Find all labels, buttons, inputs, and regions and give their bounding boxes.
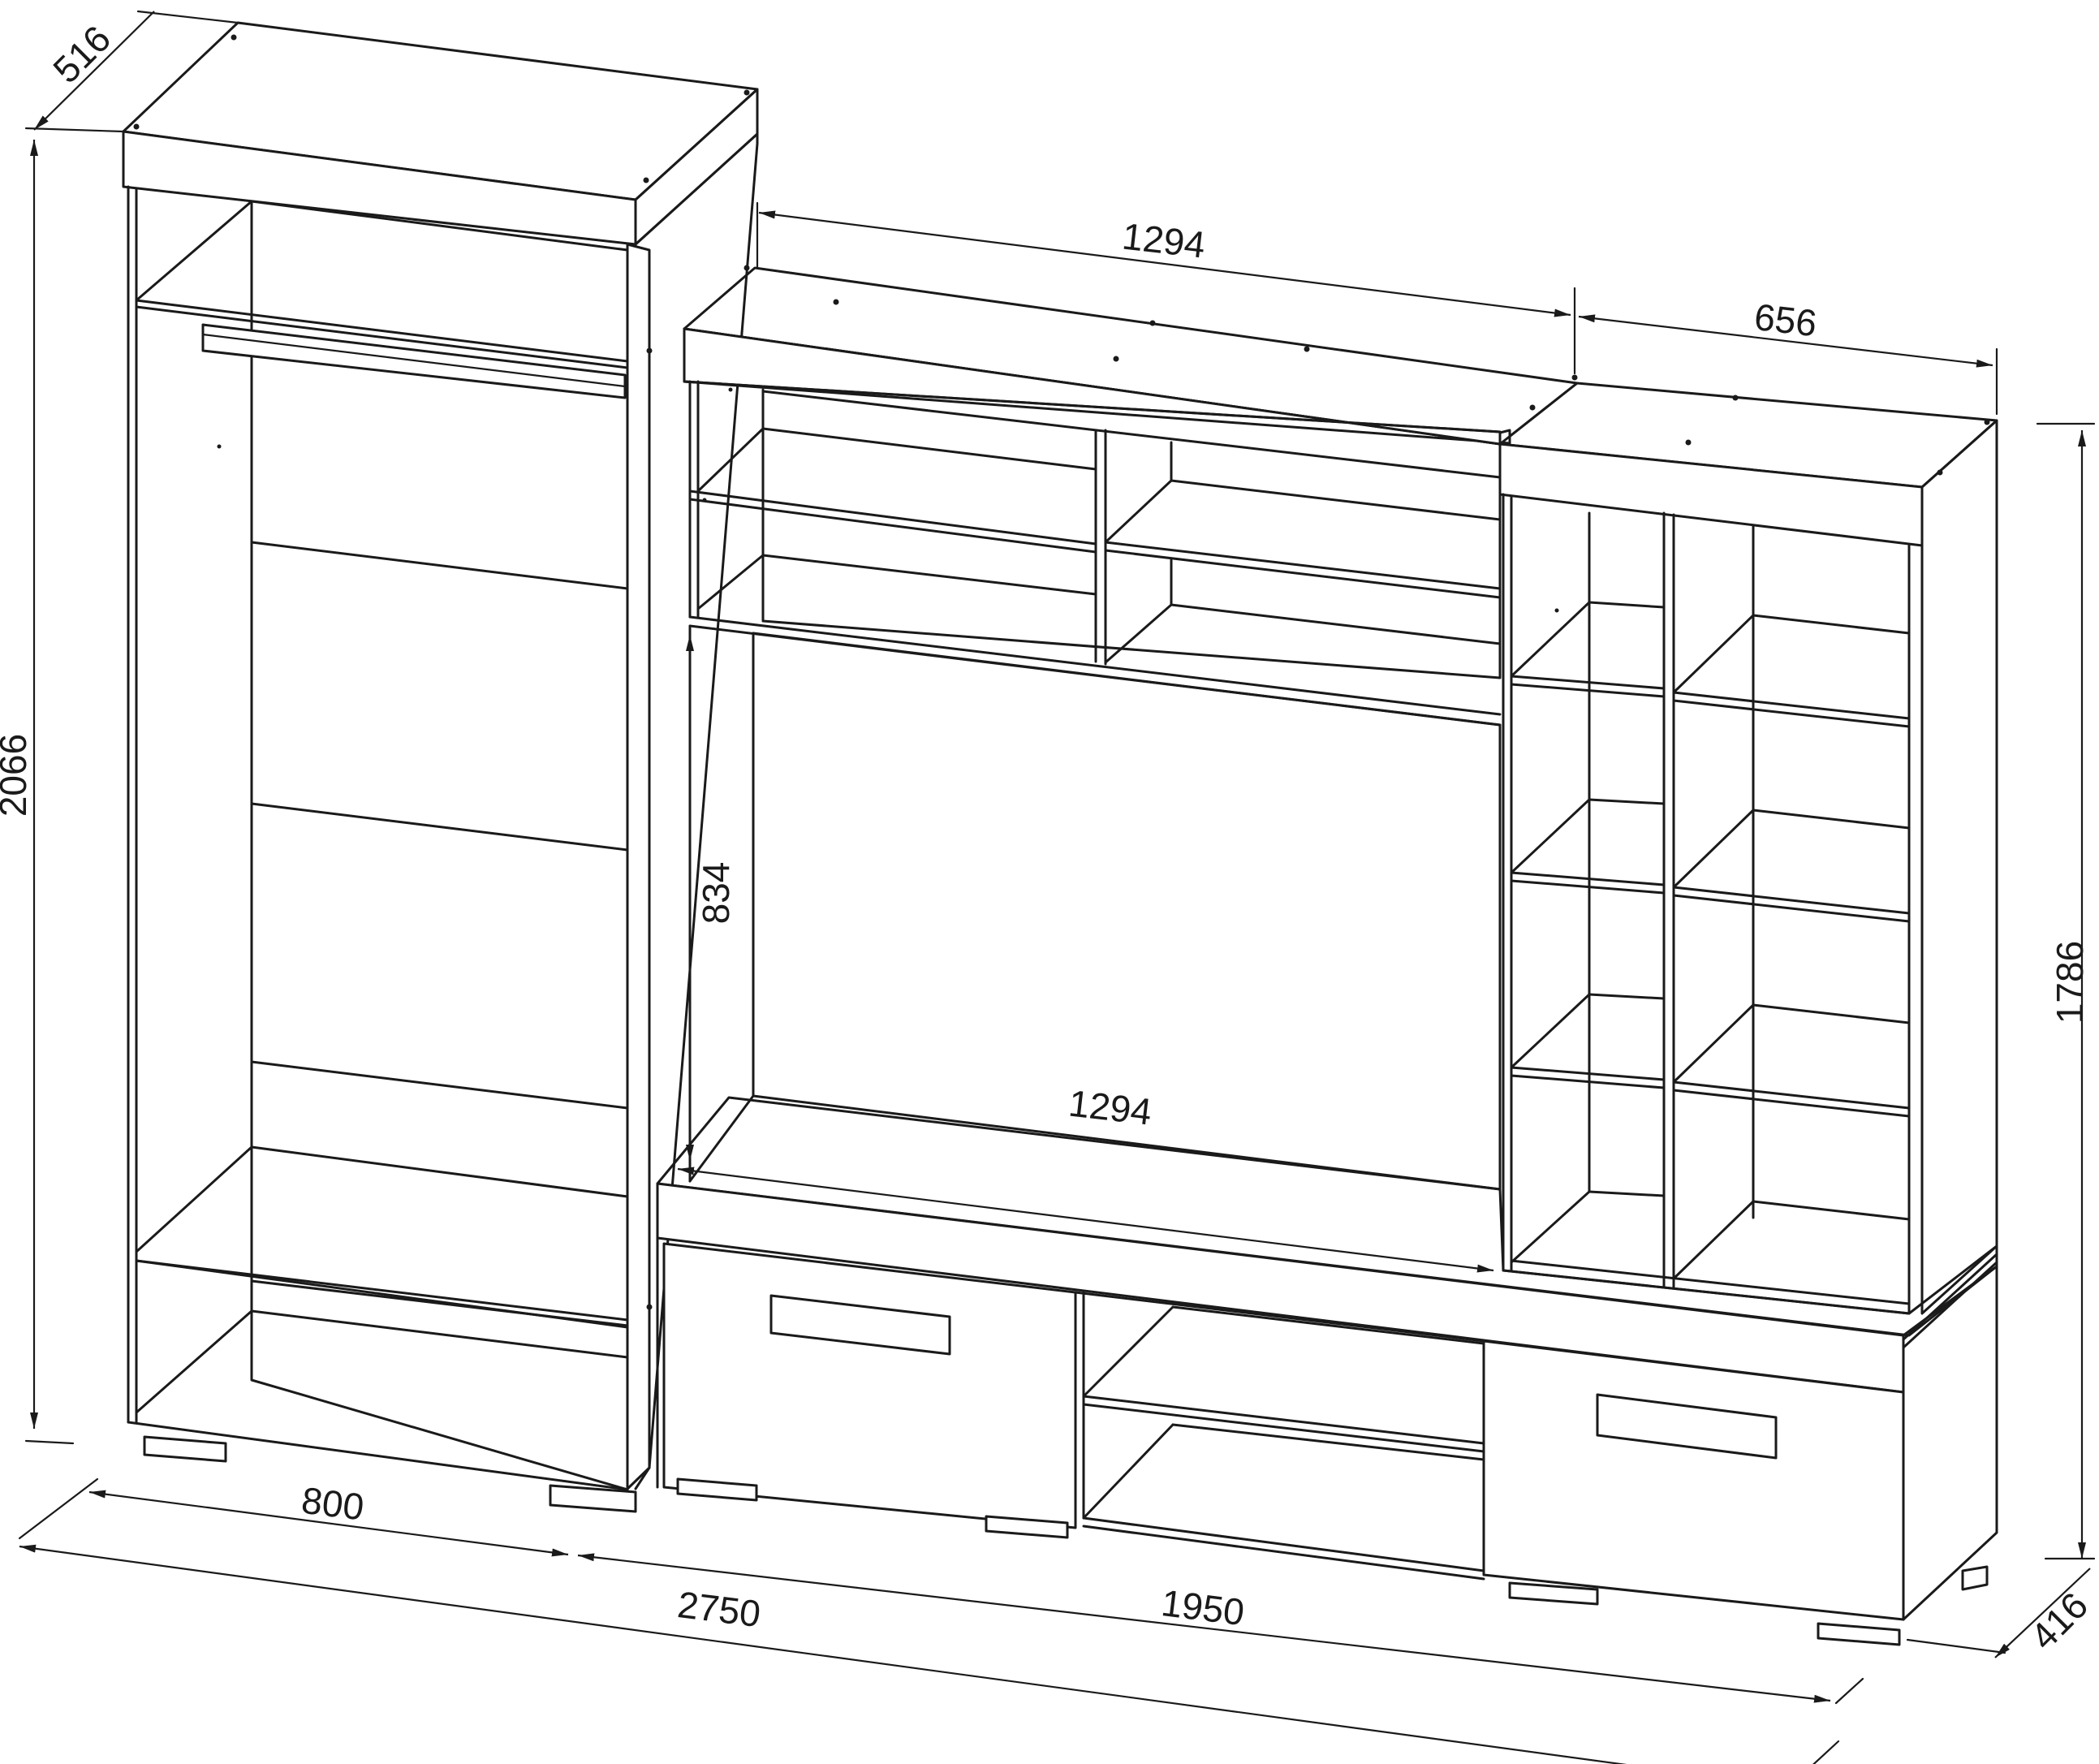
- tv-stand: [656, 1096, 1998, 1646]
- tv-stand-top-surface: [656, 1096, 1998, 1337]
- tv-stand-foot-1: [676, 1477, 758, 1502]
- wardrobe-top-panel: [122, 130, 637, 246]
- top-shelf-unit: [683, 266, 1579, 727]
- dim-tv-stand-width: 1294: [1067, 1081, 1154, 1132]
- dim-right-cabinet-height: 1786: [2049, 941, 2091, 1024]
- left-drawer-front: [662, 1242, 1077, 1529]
- dim-tv-section-width: 1950: [1159, 1581, 1247, 1633]
- tv-stand-foot-4: [1817, 1622, 1901, 1646]
- dim-total-width: 2750: [675, 1583, 763, 1635]
- right-cabinet-side: [1920, 419, 1998, 1315]
- tv-stand-foot-2: [985, 1515, 1069, 1539]
- left-drawer-handle: [769, 1294, 951, 1356]
- right-cabinet: [1498, 382, 1998, 1315]
- dim-top-shelf-width: 1294: [1120, 214, 1208, 265]
- dim-right-cabinet-width: 656: [1752, 295, 1819, 344]
- dim-wardrobe-width: 800: [300, 1479, 367, 1529]
- tv-stand-foot-5: [1961, 1565, 1989, 1591]
- dim-tv-stand-depth: 416: [2022, 1584, 2096, 1658]
- dimension-lines: [18, 10, 2096, 1764]
- wardrobe-back-panel: [250, 200, 629, 1491]
- right-cabinet-top-panel: [1498, 442, 1924, 547]
- dim-wardrobe-depth: 516: [45, 17, 119, 91]
- wardrobe-top-side: [634, 88, 759, 246]
- right-drawer-handle: [1596, 1393, 1778, 1460]
- dim-wardrobe-height: 2066: [0, 734, 34, 817]
- wardrobe-right-front-edge: [626, 243, 651, 1490]
- wardrobe: [122, 21, 759, 1513]
- dim-tv-niche-height: 834: [695, 862, 737, 925]
- wardrobe-foot-left: [143, 1435, 227, 1463]
- wardrobe-lower-shelf: [135, 1145, 629, 1322]
